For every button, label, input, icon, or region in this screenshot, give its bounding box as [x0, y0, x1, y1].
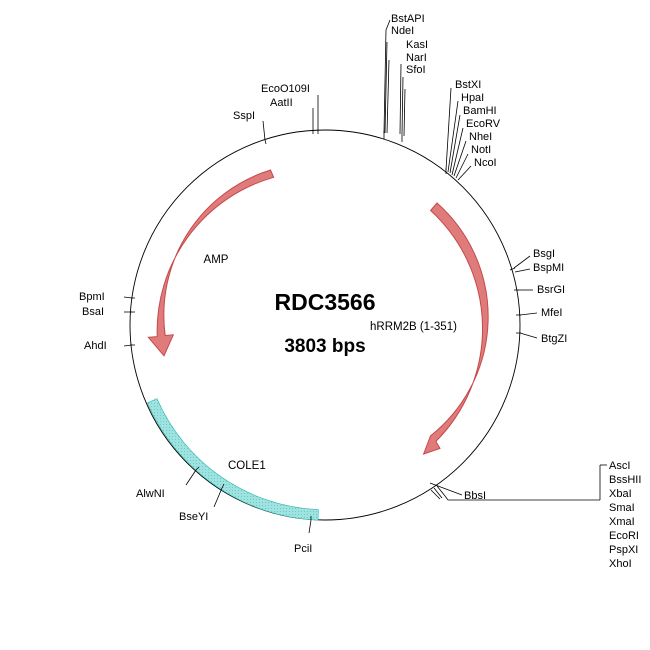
- site-ticks: [130, 130, 521, 520]
- site-xhoi: XhoI: [609, 558, 632, 570]
- site-ecoo109i: EcoO109I: [261, 83, 310, 95]
- site-bstapi: BstAPI: [391, 13, 425, 25]
- site-mfei: MfeI: [541, 307, 562, 319]
- alwni-leader: [185, 469, 197, 486]
- site-nari: NarI: [406, 52, 427, 64]
- hrrm2b-label: hRRM2B (1-351): [370, 321, 457, 333]
- amp-label: AMP: [204, 254, 229, 266]
- top-cluster-3-leaders: [445, 87, 472, 181]
- site-xbai: XbaI: [609, 488, 632, 500]
- site-ahdi: AhdI: [84, 340, 107, 352]
- site-ncoi: NcoI: [474, 157, 497, 169]
- site-aatii: AatII: [270, 97, 293, 109]
- site-pcii: PciI: [294, 543, 312, 555]
- mfei-leader: [519, 312, 538, 316]
- site-bsgi: BsgI: [533, 248, 555, 260]
- site-nhei: NheI: [469, 131, 492, 143]
- plasmid-backbone: [129, 129, 521, 521]
- bseyi-leader: [213, 487, 223, 508]
- site-alwni: AlwNI: [136, 488, 165, 500]
- hrrm2b-arrow[interactable]: [422, 202, 489, 455]
- site-ecorv: EcoRV: [466, 118, 501, 130]
- site-bstxi: BstXI: [455, 79, 481, 91]
- site-xmai: XmaI: [609, 516, 635, 528]
- site-noti: NotI: [471, 144, 491, 156]
- bbsi-leader: [429, 482, 463, 496]
- mcs-leaders: [430, 464, 607, 501]
- site-bspmi: BspMI: [533, 262, 564, 274]
- mcs-site-list: AscI BssHII XbaI SmaI XmaI EcoRI PspXI X…: [609, 460, 641, 570]
- site-bbsi: BbsI: [464, 490, 486, 502]
- top-cluster-1-2-leaders: [383, 19, 406, 137]
- site-bpmi: BpmI: [79, 291, 105, 303]
- site-ecori: EcoRI: [609, 530, 639, 542]
- site-bsrgi: BsrGI: [537, 284, 565, 296]
- site-bsshii: BssHII: [609, 474, 641, 486]
- site-bseyi: BseYI: [179, 511, 208, 523]
- site-sspi: SspI: [233, 110, 255, 122]
- pcii-leader: [308, 519, 312, 534]
- sspi-leader: [262, 120, 266, 141]
- bspmi-leader: [514, 268, 531, 273]
- cole1-label: COLE1: [228, 460, 266, 472]
- site-bamhi: BamHI: [463, 105, 497, 117]
- site-sfoi: SfoI: [406, 64, 426, 76]
- site-ndei: NdeI: [391, 25, 414, 37]
- site-bsai: BsaI: [82, 306, 104, 318]
- site-smai: SmaI: [609, 502, 635, 514]
- btgzi-leader: [519, 332, 538, 339]
- site-asci: AscI: [609, 460, 630, 472]
- site-pspxi: PspXI: [609, 544, 638, 556]
- amp-arrow[interactable]: [147, 169, 275, 357]
- plasmid-size: 3803 bps: [284, 336, 365, 357]
- cole1-hatch: [147, 399, 319, 520]
- site-kasi: KasI: [406, 39, 428, 51]
- bpmi-leader: [123, 296, 133, 299]
- site-btgzi: BtgZI: [541, 333, 567, 345]
- plasmid-name: RDC3566: [275, 289, 376, 315]
- bsgi-leader: [513, 255, 531, 269]
- site-hpai: HpaI: [461, 92, 484, 104]
